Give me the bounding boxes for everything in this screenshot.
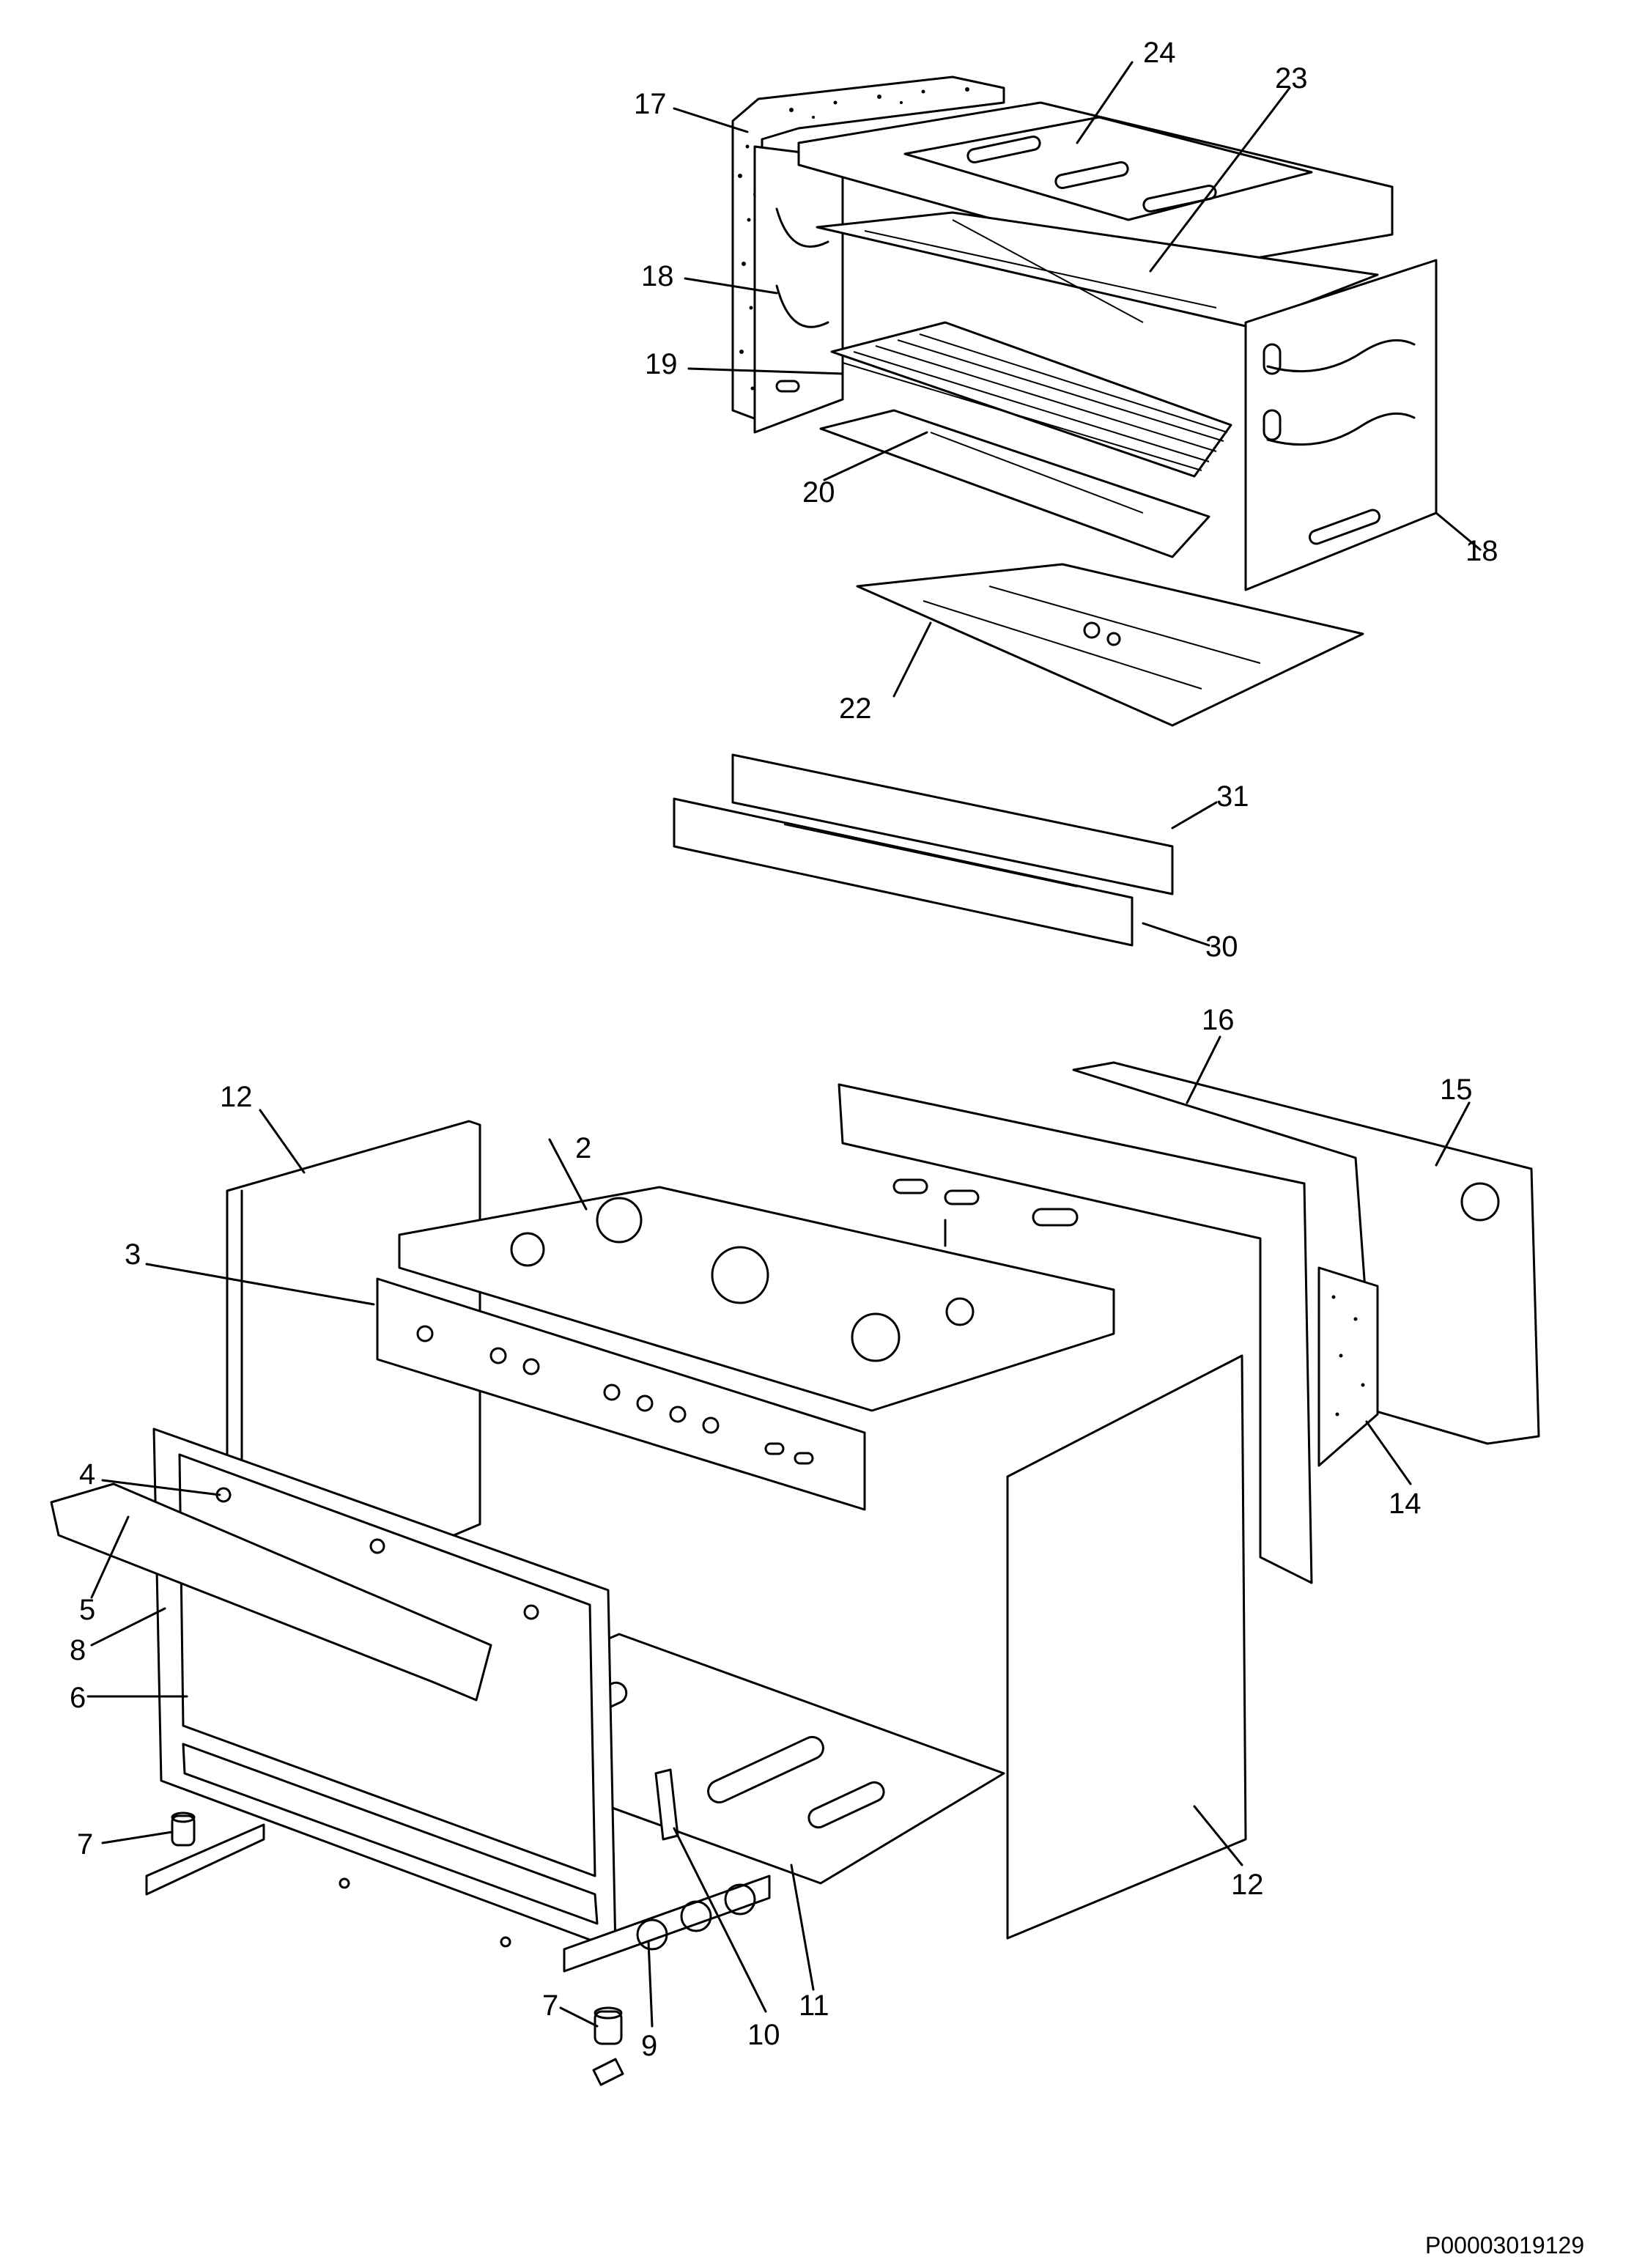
main-body-assembly: [50, 1035, 1540, 2086]
reference-code: P00003019129: [1425, 2232, 1584, 2258]
part-3-control-panel: [376, 1277, 866, 1511]
label-10: 10: [747, 2019, 780, 2051]
label-11: 11: [799, 1990, 829, 2022]
part-20-drip-tray: [819, 409, 1210, 558]
part-number-labels: 2 3 4 5 6 7 7 8 9 10 11 12 12 14 15 16 1…: [70, 37, 1498, 2062]
label-7-left: 7: [77, 1828, 93, 1861]
label-7-right: 7: [542, 1990, 558, 2022]
part-18-left-side-runner: [753, 145, 844, 434]
part-30-front-strip: [673, 797, 1134, 947]
label-8: 8: [70, 1634, 86, 1666]
part-14-insulation-pad: [1317, 1266, 1379, 1467]
label-3: 3: [125, 1238, 141, 1271]
label-30: 30: [1205, 931, 1238, 963]
part-19-wire-shelf: [830, 321, 1232, 478]
part-7-foot-right: [594, 2006, 623, 2045]
label-17: 17: [634, 88, 667, 120]
label-24: 24: [1143, 37, 1176, 69]
part-23-grill-plate: [816, 211, 1379, 328]
part-7-foot-left: [171, 1811, 196, 1847]
label-20: 20: [802, 476, 835, 509]
oven-cavity-assembly: [673, 61, 1482, 727]
label-12-right: 12: [1231, 1869, 1264, 1901]
label-16: 16: [1202, 1004, 1235, 1036]
label-2: 2: [575, 1132, 591, 1164]
part-2-hob-top: [398, 1186, 1115, 1412]
drawer-front-assembly: [673, 753, 1218, 947]
label-4: 4: [79, 1458, 95, 1491]
part-15-rear-cover: [1072, 1061, 1540, 1445]
part-9-foot-cap: [592, 2058, 624, 2086]
label-12-left: 12: [220, 1081, 253, 1113]
cavity-leader-lines: [673, 61, 1482, 698]
label-18-right: 18: [1465, 535, 1498, 567]
label-15: 15: [1440, 1074, 1473, 1106]
label-14: 14: [1389, 1488, 1422, 1520]
label-31: 31: [1216, 780, 1249, 813]
label-5: 5: [79, 1594, 95, 1626]
part-16-back-panel: [838, 1083, 1313, 1584]
part-5-handle-trim: [50, 1482, 492, 1702]
label-18-left: 18: [641, 260, 674, 292]
part-12-right-side-panel: [1006, 1354, 1247, 1940]
part-22-base-plate: [856, 563, 1364, 727]
label-22: 22: [839, 692, 872, 725]
label-6: 6: [70, 1682, 86, 1714]
body-leader-lines: [86, 1035, 1471, 2028]
part-24-top-panel: [797, 101, 1394, 273]
control-knob-group: [416, 1325, 814, 1465]
label-9: 9: [641, 2030, 657, 2062]
part-31-rear-strip: [731, 753, 1174, 895]
plinth-rail: [145, 1823, 771, 1973]
label-19: 19: [645, 348, 678, 380]
label-23: 23: [1275, 62, 1308, 95]
